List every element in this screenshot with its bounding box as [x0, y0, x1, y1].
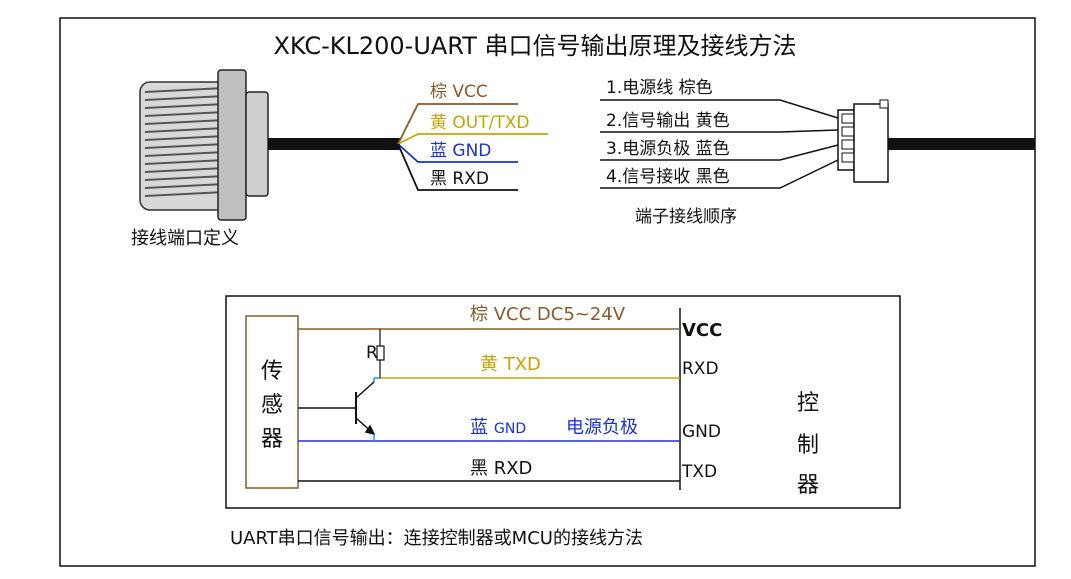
- controller-pin-gnd: GND: [682, 422, 721, 442]
- sensor-inner-box: [245, 315, 299, 489]
- outer-frame: [59, 17, 1036, 567]
- schematic-label-gnd: GND: [494, 421, 526, 437]
- sensor-outer-box: [225, 295, 901, 509]
- terminal-connector: [837, 99, 1035, 183]
- wire-label-vcc: 棕 VCC: [430, 82, 488, 102]
- fanned-wires: [397, 103, 548, 191]
- connector-pin-lines: [600, 99, 839, 189]
- schematic-label-gnd-color: 蓝: [470, 417, 488, 438]
- schematic-label-rxd: 黑 RXD: [470, 458, 532, 479]
- port-caption: 接线端口定义: [131, 228, 239, 249]
- pin-label-2: 2.信号输出 黄色: [606, 111, 730, 131]
- schematic-label-gnd-note: 电源负极: [566, 417, 638, 438]
- controller-char-1: 控: [797, 391, 819, 416]
- footer-caption: UART串口信号输出：连接控制器或MCU的接线方法: [230, 528, 643, 549]
- page-title: XKC-KL200-UART 串口信号输出原理及接线方法: [273, 32, 796, 60]
- wire-label-gnd: 蓝 GND: [430, 141, 491, 161]
- controller-pin-txd: TXD: [681, 462, 717, 482]
- transistor: [298, 377, 380, 441]
- pin-label-1: 1.电源线 棕色: [606, 78, 713, 98]
- resistor: [376, 329, 385, 378]
- controller-char-2: 制: [797, 433, 819, 458]
- resistor-label: R: [366, 343, 378, 363]
- sensor-char-2: 感: [261, 393, 283, 418]
- sensor-char-3: 器: [261, 427, 283, 452]
- controller-pin-vcc: VCC: [682, 320, 722, 341]
- pin-label-4: 4.信号接收 黑色: [606, 167, 730, 187]
- wire-label-out-txd: 黄 OUT/TXD: [430, 113, 529, 133]
- wire-label-rxd: 黑 RXD: [430, 169, 489, 189]
- controller-pin-rxd: RXD: [682, 359, 719, 379]
- sensor-char-1: 传: [261, 359, 283, 384]
- schematic-label-txd: 黄 TXD: [480, 354, 541, 375]
- controller-char-3: 器: [797, 473, 819, 498]
- schematic-label-vcc: 棕 VCC DC5~24V: [470, 304, 626, 325]
- terminal-caption: 端子接线顺序: [635, 207, 737, 227]
- sensor-port-illustration: [139, 69, 400, 221]
- pin-label-3: 3.电源负极 蓝色: [606, 139, 730, 159]
